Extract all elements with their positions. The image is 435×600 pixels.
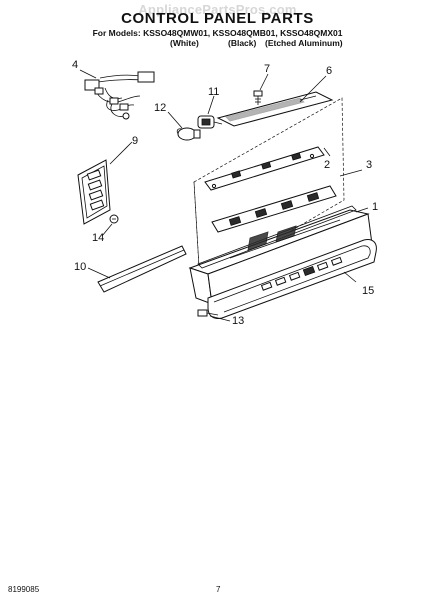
callout-15: 15	[362, 285, 374, 297]
callout-13: 13	[232, 315, 244, 327]
screw-part-7	[253, 90, 263, 105]
callout-2: 2	[324, 159, 330, 171]
callout-7: 7	[264, 63, 270, 75]
model-list: For Models: KSSO48QMW01, KSSO48QMB01, KS…	[92, 28, 343, 38]
control-housing-part	[188, 205, 373, 305]
callout-12: 12	[154, 102, 166, 114]
page-number: 7	[216, 585, 221, 594]
trim-strip-part	[97, 245, 187, 293]
circuit-board-lower	[211, 185, 337, 233]
callout-3: 3	[366, 159, 372, 171]
bulb-part	[176, 127, 201, 141]
callout-9: 9	[132, 135, 138, 147]
callout-4: 4	[72, 59, 78, 71]
page-title: CONTROL PANEL PARTS	[121, 10, 314, 27]
control-board-part	[216, 91, 334, 127]
callout-11: 11	[208, 86, 219, 98]
callout-6: 6	[326, 65, 332, 77]
document-number: 8199085	[8, 585, 40, 594]
screw-part-14	[109, 214, 119, 224]
finish-white: (White)	[170, 38, 199, 48]
leader-lines	[79, 69, 369, 322]
callout-10: 10	[74, 261, 86, 273]
screw-part-13	[197, 309, 219, 317]
circuit-board-upper	[204, 146, 325, 191]
callout-1: 1	[372, 201, 378, 213]
callout-14: 14	[92, 232, 104, 244]
finish-etched-aluminum: (Etched Aluminum)	[265, 38, 343, 48]
watermark: AppliancePartsPros.com	[138, 2, 297, 17]
button-panel-part	[77, 159, 111, 225]
wire-harness-part	[84, 71, 155, 120]
socket-part	[197, 115, 223, 129]
finish-black: (Black)	[228, 38, 257, 48]
